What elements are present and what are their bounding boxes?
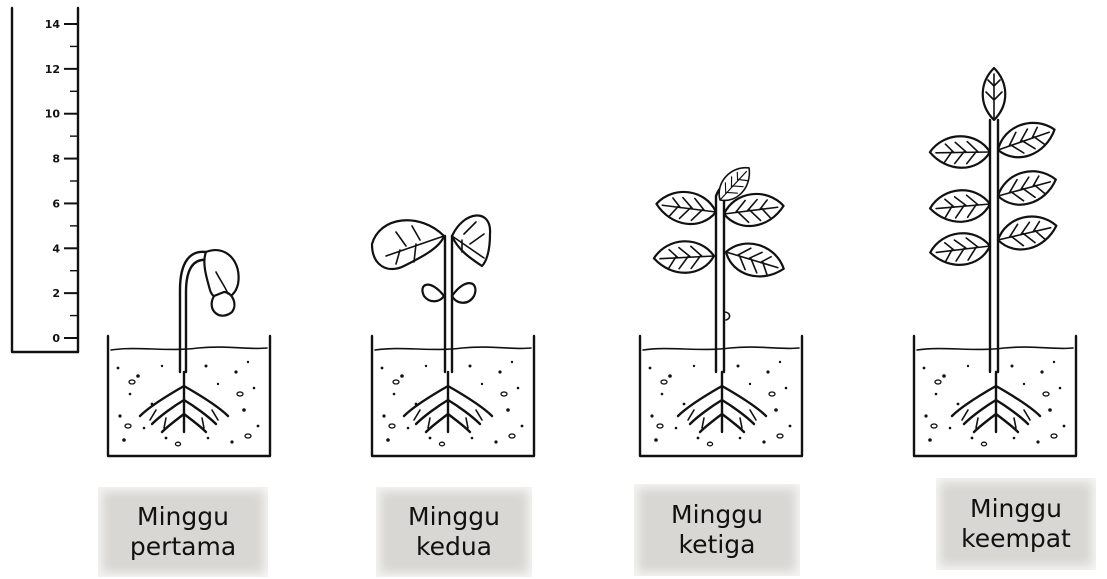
ruler-tick-label: 10 [45,108,61,121]
caption-week-2: Minggu kedua [376,487,532,577]
caption-line2: ketiga [679,530,756,560]
ruler-tick-label: 2 [52,287,60,300]
plant-week-1 [140,250,239,432]
plant-week-4 [928,68,1060,432]
caption-line1: Minggu [137,502,229,532]
plant-week-2 [372,215,492,432]
caption-line1: Minggu [671,500,763,530]
caption-week-4: Minggu keempat [936,478,1096,570]
caption-line2: pertama [130,532,236,562]
ruler-ticks [64,24,78,338]
ruler-tick-label: 14 [45,18,61,31]
ruler-tick-label: 8 [52,153,60,166]
caption-line2: kedua [416,532,492,562]
caption-line1: Minggu [408,502,500,532]
ruler-tick-label: 12 [45,63,60,76]
caption-line2: keempat [961,524,1071,554]
ruler-tick-label: 0 [52,332,60,345]
caption-week-3: Minggu ketiga [634,484,800,576]
pot-week-1 [108,336,270,456]
ruler-labels: 0 2 4 6 8 10 12 14 [45,18,61,345]
caption-line1: Minggu [970,494,1062,524]
ruler-tick-label: 4 [52,242,60,255]
ruler-tick-label: 6 [52,197,60,210]
ruler: 0 2 4 6 8 10 12 14 [12,8,78,352]
plant-week-3 [652,161,788,432]
caption-week-1: Minggu pertama [98,487,268,577]
